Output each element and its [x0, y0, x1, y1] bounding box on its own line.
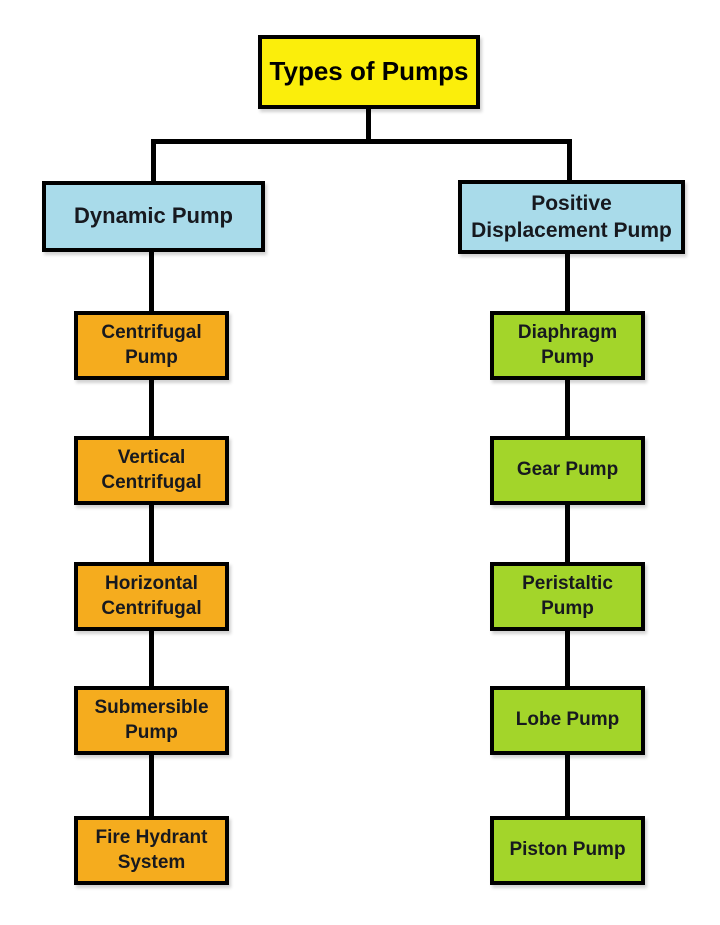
node-piston-pump: Piston Pump: [490, 816, 645, 885]
node-label-line: Centrifugal: [101, 471, 202, 493]
node-label-line: Peristaltic: [522, 572, 613, 594]
node-label-line: Diaphragm: [517, 321, 618, 343]
node-centrifugal-pump: Centrifugal Pump: [74, 311, 229, 380]
node-lobe-pump: Lobe Pump: [490, 686, 645, 755]
node-label: Dynamic Pump: [74, 203, 233, 229]
connector-root-drop: [366, 105, 371, 142]
node-label-line: Pump: [541, 346, 594, 368]
node-label-line: Submersible: [94, 696, 209, 718]
node-peristaltic-pump: Peristaltic Pump: [490, 562, 645, 631]
node-label-line: Pump: [541, 597, 594, 619]
node-label-line: System: [117, 851, 186, 873]
connector-right-branch-drop: [567, 139, 572, 194]
node-dynamic-pump: Dynamic Pump: [42, 181, 265, 252]
node-label: Types of Pumps: [269, 56, 469, 87]
node-submersible-pump: Submersible Pump: [74, 686, 229, 755]
node-label-line: Pump: [125, 721, 178, 743]
node-label-line: Horizontal: [105, 572, 198, 594]
node-label-line: Centrifugal: [101, 597, 202, 619]
node-label-line: Fire Hydrant: [95, 826, 208, 848]
node-diaphragm-pump: Diaphragm Pump: [490, 311, 645, 380]
node-label-line: Positive: [531, 191, 612, 215]
node-label-line: Gear Pump: [516, 459, 619, 481]
node-horizontal-centrifugal: Horizontal Centrifugal: [74, 562, 229, 631]
node-fire-hydrant-system: Fire Hydrant System: [74, 816, 229, 885]
node-gear-pump: Gear Pump: [490, 436, 645, 505]
connector-left-column-spine: [149, 220, 154, 840]
node-label-line: Displacement Pump: [471, 219, 672, 242]
node-types-of-pumps: Types of Pumps: [258, 35, 480, 109]
node-vertical-centrifugal: Vertical Centrifugal: [74, 436, 229, 505]
node-label-line: Piston Pump: [509, 839, 626, 861]
node-label-line: Centrifugal: [101, 321, 202, 343]
connector-horizontal-branch: [151, 139, 572, 144]
connector-right-column-spine: [565, 220, 570, 840]
node-label-line: Pump: [125, 346, 178, 368]
node-positive-displacement-pump: Positive Displacement Pump: [458, 180, 685, 254]
node-label-line: Vertical: [117, 446, 186, 468]
node-label-line: Lobe Pump: [515, 709, 620, 731]
connector-left-branch-drop: [151, 139, 156, 194]
